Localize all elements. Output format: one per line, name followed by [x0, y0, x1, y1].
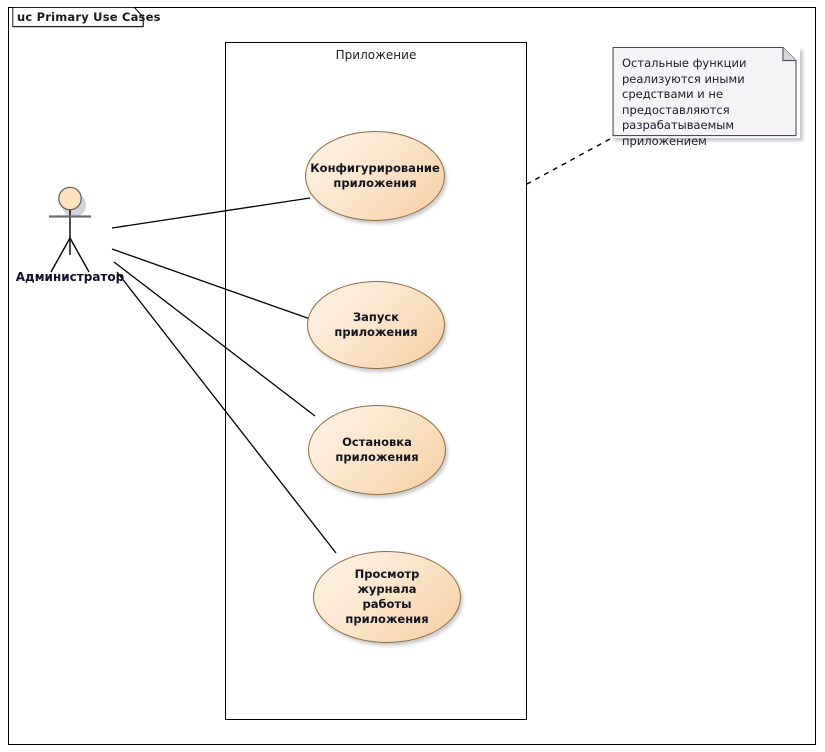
use-case-view-log-line2: работы приложения: [345, 597, 429, 626]
use-case-start-line1: Запуск приложения: [334, 310, 418, 339]
actor-head-icon: [58, 186, 82, 211]
actor-left-leg-line: [50, 237, 71, 273]
use-case-start[interactable]: Запуск приложения: [307, 281, 445, 369]
actor-administrator[interactable]: [20, 180, 130, 290]
note-box[interactable]: [611, 47, 800, 138]
use-case-view-log-line1: Просмотр журнала: [354, 567, 420, 596]
use-case-view-log[interactable]: Просмотр журнала работы приложения: [313, 551, 461, 643]
use-case-stop[interactable]: Остановка приложения: [308, 405, 446, 495]
use-case-configure[interactable]: Конфигурирование приложения: [305, 131, 445, 221]
note-text: Остальные функции реализуются иными сред…: [622, 56, 747, 148]
frame-tab: [12, 7, 144, 28]
use-case-configure-line2: приложения: [333, 176, 417, 190]
use-case-stop-line2: приложения: [335, 450, 419, 464]
use-case-configure-line1: Конфигурирование: [310, 161, 440, 175]
system-boundary-label: Приложение: [335, 48, 417, 62]
use-case-stop-line1: Остановка: [342, 435, 412, 449]
actor-right-leg-line: [69, 237, 90, 273]
actor-label: Администратор: [15, 270, 125, 284]
frame-tab-label: uc Primary Use Cases: [17, 10, 161, 24]
